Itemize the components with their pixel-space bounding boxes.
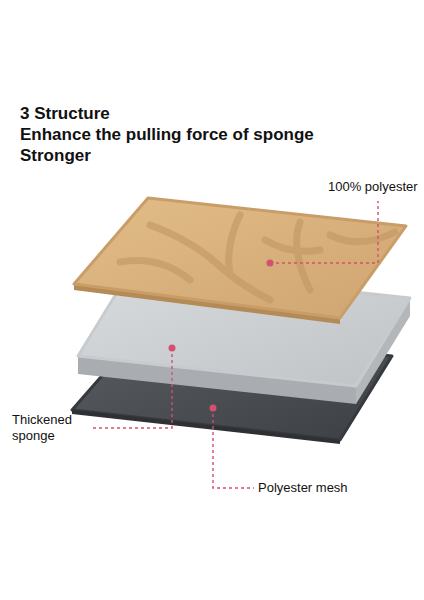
part-label: Thickened sponge: [12, 412, 86, 443]
part-label: 100% polyester: [328, 179, 420, 195]
leader-dots: [169, 260, 274, 412]
polyester-layer: [74, 198, 406, 324]
figure-title: 3 Structure: [20, 104, 400, 124]
subtitle-line: Stronger: [20, 146, 410, 166]
subtitle-line: Enhance the pulling force of sponge: [20, 125, 410, 145]
leader-lines: [90, 201, 378, 488]
part-label: Polyester mesh: [258, 480, 398, 496]
